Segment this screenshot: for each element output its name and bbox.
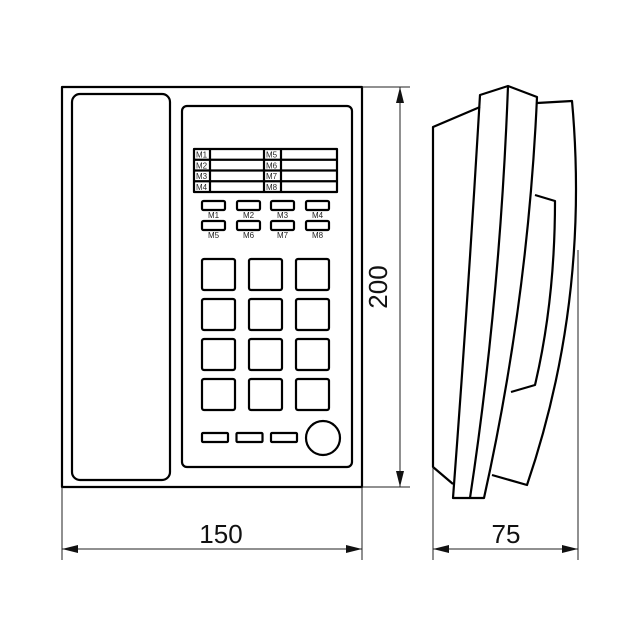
volume-knob xyxy=(304,419,342,457)
keypad xyxy=(200,257,331,412)
label-card-slot: M6 xyxy=(266,161,278,170)
keypad-key[interactable] xyxy=(200,257,237,292)
memory-button[interactable] xyxy=(200,199,227,212)
function-key[interactable] xyxy=(269,431,299,444)
memory-button[interactable] xyxy=(200,219,227,232)
keypad-key[interactable] xyxy=(200,337,237,372)
base-side-outline xyxy=(431,105,481,485)
memory-button[interactable] xyxy=(269,199,296,212)
label-card-slot: M4 xyxy=(196,183,208,192)
keypad-key[interactable] xyxy=(247,297,284,332)
keypad-key[interactable] xyxy=(294,257,331,292)
keypad-key[interactable] xyxy=(294,337,331,372)
label-card-slot: M8 xyxy=(266,183,278,192)
handset xyxy=(70,92,172,482)
keypad-key[interactable] xyxy=(247,337,284,372)
depth-label: 75 xyxy=(492,519,521,549)
label-card-slot: M2 xyxy=(196,161,208,170)
width-label: 150 xyxy=(199,519,242,549)
cradle-side xyxy=(510,193,557,394)
depth-arrows xyxy=(433,545,578,553)
label-card-slot: M7 xyxy=(266,172,278,181)
label-card-slot: M3 xyxy=(196,172,208,181)
height-label: 200 xyxy=(363,265,393,308)
body-side-outline xyxy=(491,99,578,487)
handset-side-line xyxy=(468,85,510,499)
function-key[interactable] xyxy=(235,431,264,444)
dimensions: 150 200 75 xyxy=(61,86,579,560)
memory-button[interactable] xyxy=(304,219,331,232)
keypad-key[interactable] xyxy=(294,377,331,412)
memory-button[interactable] xyxy=(235,219,262,232)
memory-button-label: M1 xyxy=(208,211,220,220)
memory-button-label: M6 xyxy=(243,231,255,240)
label-card-slot: M1 xyxy=(196,151,208,160)
memory-button-label: M3 xyxy=(277,211,289,220)
function-key[interactable] xyxy=(200,431,230,444)
memory-button-label: M4 xyxy=(312,211,324,220)
control-panel xyxy=(180,104,354,469)
memory-button-label: M5 xyxy=(208,231,220,240)
keypad-key[interactable] xyxy=(200,377,237,412)
keypad-key[interactable] xyxy=(200,297,237,332)
label-card-slot: M5 xyxy=(266,151,278,160)
keypad-key[interactable] xyxy=(294,297,331,332)
handset-side xyxy=(451,84,539,500)
memory-button-label: M2 xyxy=(243,211,255,220)
memory-button[interactable] xyxy=(235,199,262,212)
side-view xyxy=(431,84,578,500)
front-body-outline xyxy=(60,85,364,489)
memory-button[interactable] xyxy=(304,199,331,212)
memory-button-label: M7 xyxy=(277,231,289,240)
memory-button-label: M8 xyxy=(312,231,324,240)
function-keys xyxy=(200,431,299,444)
keypad-key[interactable] xyxy=(247,377,284,412)
keypad-key[interactable] xyxy=(247,257,284,292)
memory-button[interactable] xyxy=(269,219,296,232)
